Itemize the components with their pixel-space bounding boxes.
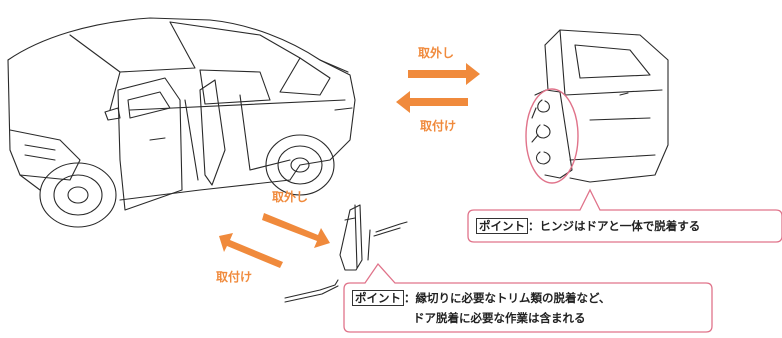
- remove-label-bottom: 取外し: [272, 190, 309, 204]
- hinge-highlight: [525, 88, 579, 184]
- bottom-arrows: [219, 213, 330, 268]
- remove-arrow-bottom: [262, 213, 330, 248]
- point-tag: ポイント: [476, 218, 528, 234]
- install-arrow-bottom: [219, 233, 283, 268]
- trim-callout-line2: ドア脱着に必要な作業は含まれる: [413, 311, 586, 325]
- hinge-callout: ポイント：ヒンジはドアと一体で脱着する: [476, 218, 700, 234]
- hinge-callout-frame: [467, 188, 782, 243]
- rear-door-illustration: [531, 29, 669, 183]
- point-tag: ポイント: [352, 290, 404, 306]
- remove-label-top: 取外し: [418, 46, 455, 60]
- trim-callout-line1: ：縁切りに必要なトリム類の脱着など、: [404, 291, 611, 305]
- trim-callout-frame: [343, 262, 713, 333]
- install-label-top: 取付け: [420, 119, 457, 133]
- trim-callout: ポイント：縁切りに必要なトリム類の脱着など、: [352, 290, 610, 306]
- trim-illustration: [284, 204, 408, 303]
- top-arrows: [396, 63, 480, 113]
- install-label-bottom: 取付け: [216, 270, 253, 284]
- car-illustration: [7, 17, 356, 228]
- hinge-callout-text: ：ヒンジはドアと一体で脱着する: [528, 219, 701, 233]
- remove-arrow-top: [408, 63, 480, 85]
- install-arrow-top: [396, 91, 468, 113]
